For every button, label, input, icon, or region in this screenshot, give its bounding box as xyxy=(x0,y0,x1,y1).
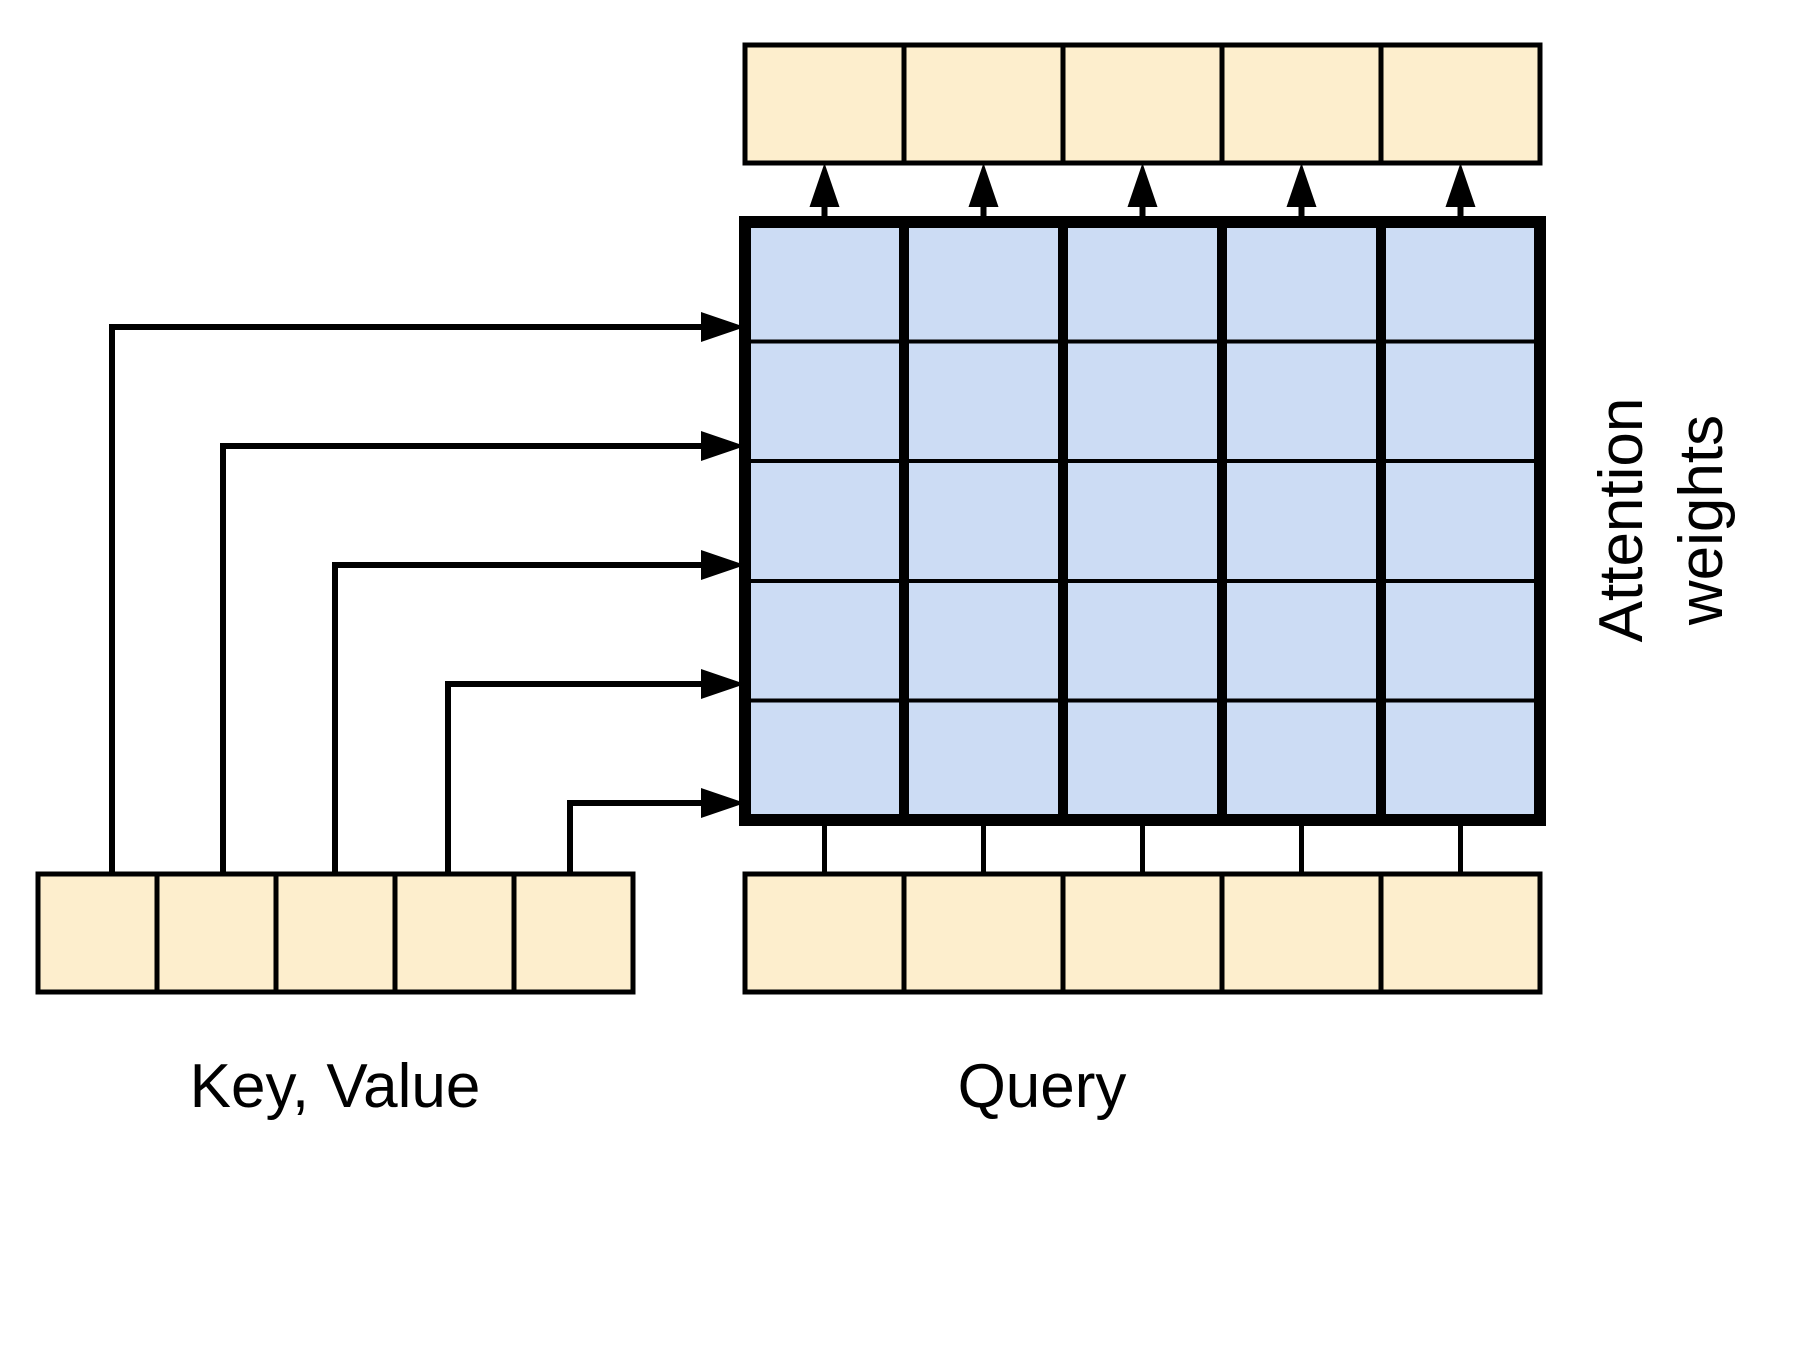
key-value-arrow-head-5 xyxy=(701,788,745,818)
key-value-arrow-path-2 xyxy=(220,443,707,874)
output-token-cell-1 xyxy=(742,42,907,166)
key-value-arrow-head-2 xyxy=(701,431,745,461)
key-value-arrow-head-3 xyxy=(701,550,745,580)
query-token-cell-1 xyxy=(742,871,907,995)
key-value-arrow-head-1 xyxy=(701,312,745,342)
query-token-cell-3 xyxy=(1060,871,1225,995)
attention-weight-grid xyxy=(739,216,1546,826)
key-value-token-cell-2 xyxy=(154,871,279,995)
output-token-cell-2 xyxy=(901,42,1066,166)
key-value-arrow-head-4 xyxy=(701,669,745,699)
key-value-label: Key, Value xyxy=(190,1052,481,1121)
attention-weights-label-line1: Attention xyxy=(1587,398,1656,643)
query-connector-group xyxy=(822,820,1463,874)
key-value-arrow-path-1 xyxy=(109,324,707,874)
output-arrow-group xyxy=(809,163,1476,222)
output-arrow-head-2 xyxy=(968,163,999,207)
key-value-arrow-path-3 xyxy=(332,562,707,874)
output-arrow-head-3 xyxy=(1127,163,1158,207)
key-value-token-cell-5 xyxy=(511,871,636,995)
output-token-row xyxy=(742,42,1543,166)
key-value-token-row xyxy=(35,871,636,995)
key-value-token-cell-1 xyxy=(35,871,160,995)
grid-background xyxy=(745,222,1540,820)
attention-weights-label-line2: weights xyxy=(1667,415,1736,626)
query-token-cell-2 xyxy=(901,871,1066,995)
key-value-token-cell-3 xyxy=(273,871,398,995)
key-value-arrow-path-4 xyxy=(445,681,707,874)
output-token-cell-3 xyxy=(1060,42,1225,166)
query-token-cell-4 xyxy=(1219,871,1384,995)
output-arrow-head-1 xyxy=(809,163,840,207)
query-label: Query xyxy=(958,1052,1127,1121)
output-arrow-head-4 xyxy=(1286,163,1317,207)
output-token-cell-5 xyxy=(1378,42,1543,166)
output-arrow-head-5 xyxy=(1445,163,1476,207)
key-value-token-cell-4 xyxy=(392,871,517,995)
key-value-arrow-path-5 xyxy=(567,800,707,874)
attention-weights-label: Attention weights xyxy=(1587,398,1736,643)
query-token-row xyxy=(742,871,1543,995)
output-token-cell-4 xyxy=(1219,42,1384,166)
query-token-cell-5 xyxy=(1378,871,1543,995)
key-value-arrow-group xyxy=(109,312,745,874)
